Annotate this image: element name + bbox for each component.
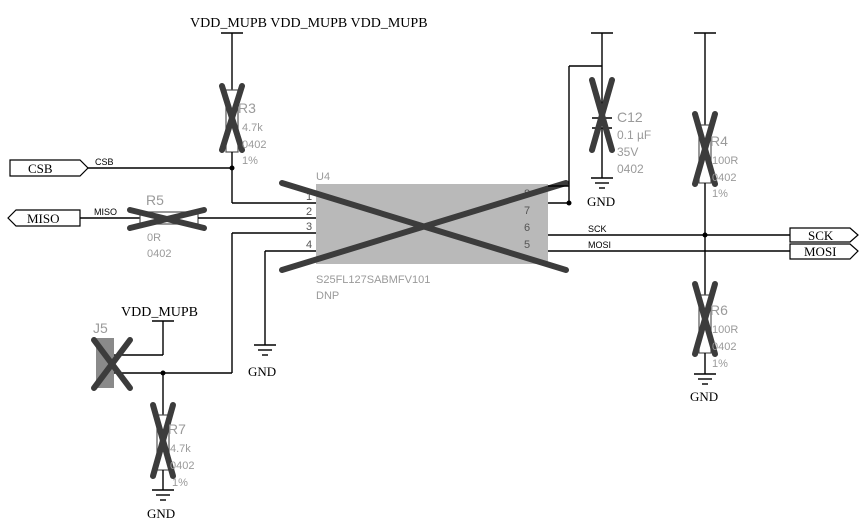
port-sck: SCK — [789, 227, 859, 243]
r7-tolerance: 1% — [172, 477, 188, 489]
net-miso-label: MISO — [94, 207, 117, 217]
port-mosi: MOSI — [789, 243, 859, 260]
ic-u4: U4 1 2 3 4 8 7 6 5 S25FL127SABMFV101 DNP — [279, 171, 569, 302]
c12-package: 0402 — [617, 162, 644, 176]
u4-pin-5: 5 — [524, 239, 530, 251]
u4-note: DNP — [316, 290, 339, 302]
gnd-label-r7: GND — [147, 506, 175, 521]
capacitor-c12: C12 0.1 µF 35V 0402 — [589, 32, 651, 178]
port-csb: CSB — [9, 159, 89, 177]
r6-tolerance: 1% — [712, 358, 728, 370]
gnd-label-u4: GND — [248, 364, 276, 379]
r7-value: 4.7k — [170, 443, 191, 455]
junction-vcc — [566, 200, 572, 206]
gnd-label-c12: GND — [587, 194, 615, 209]
j5-ref: J5 — [93, 320, 108, 336]
port-sck-label: SCK — [808, 228, 834, 243]
r5-ref: R5 — [146, 192, 164, 208]
power-label-top: VDD_MUPB VDD_MUPB VDD_MUPB — [190, 16, 428, 31]
j5-power-label: VDD_MUPB — [121, 305, 198, 320]
r3-tolerance: 1% — [242, 155, 258, 167]
r6-package: 0402 — [712, 341, 736, 353]
r3-package: 0402 — [242, 139, 266, 151]
gnd-symbol-r6: GND — [690, 373, 718, 404]
jumper-j5: VDD_MUPB J5 — [91, 305, 198, 391]
port-csb-label: CSB — [28, 161, 53, 176]
gnd-symbol-c12: GND — [587, 177, 615, 209]
r4-package: 0402 — [712, 172, 736, 184]
r5-value: 0R — [147, 232, 161, 244]
resistor-r3: R3 4.7k 0402 1% — [219, 32, 266, 203]
r6-ref: R6 — [710, 302, 728, 318]
r5-package: 0402 — [147, 248, 171, 260]
resistor-r4: R4 100R 0402 1% — [692, 32, 738, 235]
junction-csb — [229, 165, 235, 171]
r7-ref: R7 — [168, 421, 186, 437]
port-mosi-label: MOSI — [804, 244, 837, 259]
u4-pin-4: 4 — [306, 239, 312, 251]
net-mosi-label: MOSI — [588, 240, 611, 250]
port-miso-label: MISO — [27, 211, 60, 226]
resistor-r7: R7 4.7k 0402 1% — [150, 373, 194, 490]
gnd-label-r6: GND — [690, 389, 718, 404]
resistor-r6: R6 100R 0402 1% — [692, 235, 738, 374]
u4-pin-3: 3 — [306, 221, 312, 233]
r4-value: 100R — [712, 155, 738, 167]
u4-pin-1: 1 — [306, 191, 312, 203]
u4-pin-7: 7 — [524, 205, 530, 217]
r7-package: 0402 — [170, 460, 194, 472]
r3-value: 4.7k — [242, 122, 263, 134]
u4-part: S25FL127SABMFV101 — [316, 274, 430, 286]
c12-value: 0.1 µF — [617, 128, 651, 142]
c12-voltage: 35V — [617, 145, 638, 159]
u4-pin-2: 2 — [306, 206, 312, 218]
net-sck-label: SCK — [588, 224, 607, 234]
gnd-symbol-u4: GND — [248, 344, 276, 379]
r3-ref: R3 — [238, 100, 256, 116]
r4-ref: R4 — [710, 133, 728, 149]
r6-value: 100R — [712, 324, 738, 336]
r4-tolerance: 1% — [712, 188, 728, 200]
u4-pin-6: 6 — [524, 222, 530, 234]
u4-ref: U4 — [316, 171, 330, 183]
resistor-r5: R5 0R 0402 — [127, 192, 318, 260]
net-csb-label: CSB — [95, 157, 114, 167]
c12-ref: C12 — [617, 109, 643, 125]
gnd-symbol-r7: GND — [147, 489, 175, 521]
port-miso: MISO — [7, 209, 81, 227]
